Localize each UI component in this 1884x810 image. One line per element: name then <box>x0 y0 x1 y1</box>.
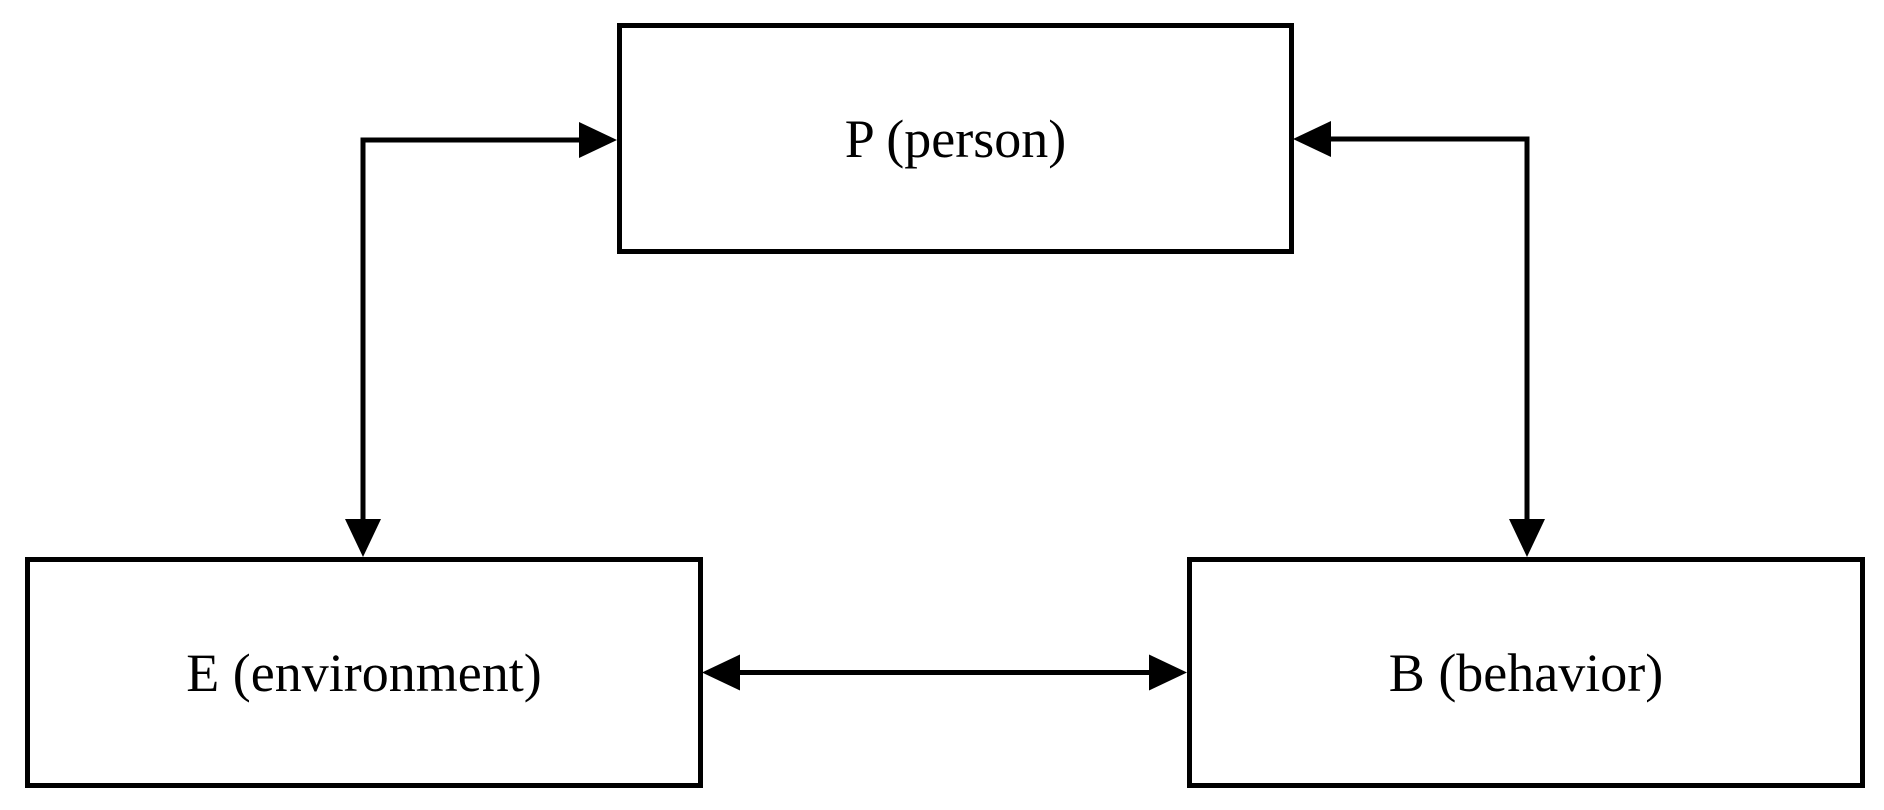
arrowhead-into-behavior-top-icon <box>1509 519 1545 557</box>
edge-person-environment-shaft <box>360 137 579 519</box>
node-environment: E (environment) <box>25 557 703 788</box>
edge-environment-behavior <box>702 654 1187 691</box>
arrowhead-into-environment-right-icon <box>702 654 740 691</box>
arrowhead-into-person-left-icon <box>579 122 617 158</box>
node-behavior-label: B (behavior) <box>1388 642 1664 703</box>
node-behavior: B (behavior) <box>1187 557 1865 788</box>
node-environment-label: E (environment) <box>186 642 542 703</box>
arrowhead-into-behavior-left-icon <box>1149 654 1187 691</box>
node-person-label: P (person) <box>844 108 1067 169</box>
edge-person-behavior <box>1293 121 1545 557</box>
node-person: P (person) <box>617 23 1294 254</box>
edge-person-behavior-shaft <box>1331 136 1530 519</box>
edge-person-environment <box>345 122 617 557</box>
arrowhead-into-person-right-icon <box>1293 121 1331 157</box>
arrowhead-into-environment-top-icon <box>345 519 381 557</box>
